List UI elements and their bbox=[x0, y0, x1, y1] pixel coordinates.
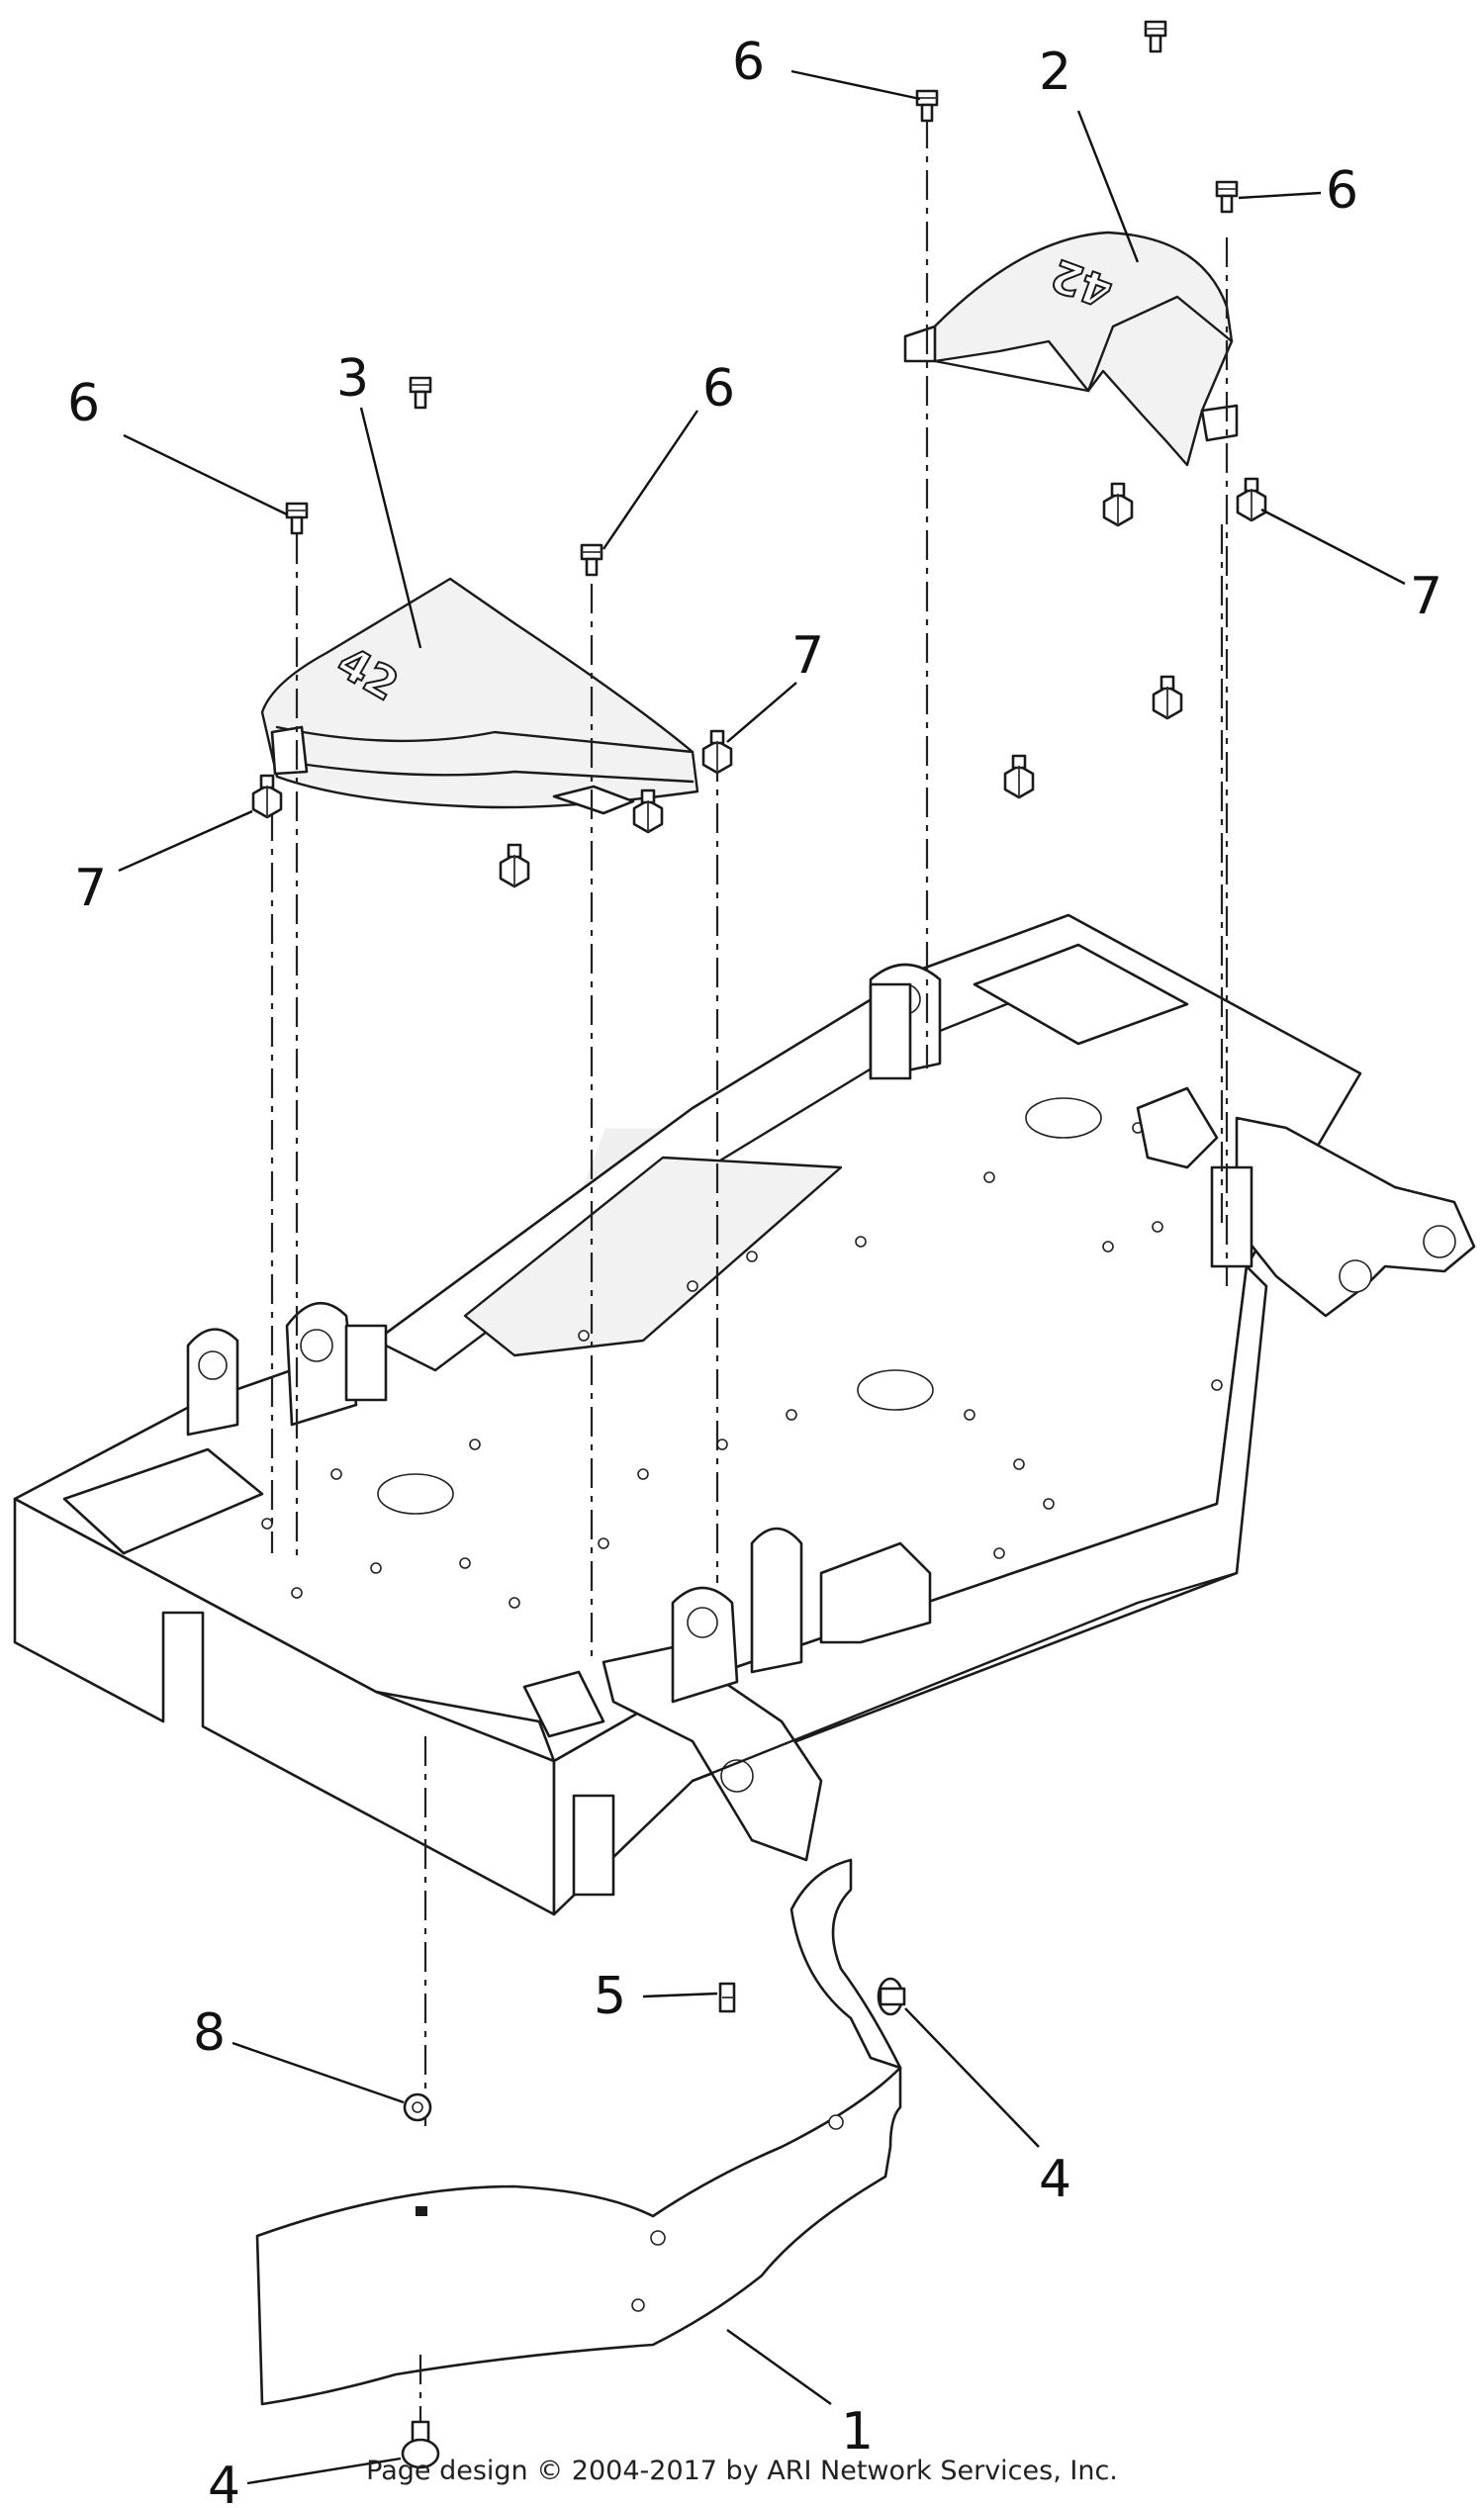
callout-8: 8 bbox=[193, 2003, 226, 2063]
deck-base bbox=[13, 913, 1476, 1916]
callout-6: 6 bbox=[67, 374, 100, 433]
callout-5: 5 bbox=[594, 1967, 626, 2026]
callout-6: 6 bbox=[702, 359, 735, 418]
callout-2: 2 bbox=[1039, 43, 1071, 102]
callout-1: 1 bbox=[841, 2402, 874, 2462]
callout-6: 6 bbox=[732, 33, 765, 92]
deck-holes bbox=[261, 1122, 1223, 1609]
belt-shield bbox=[255, 1858, 902, 2406]
callout-labels: 6 2 6 6 3 6 7 7 7 5 8 4 1 4 bbox=[67, 33, 1442, 2508]
callout-7: 7 bbox=[791, 626, 824, 686]
callout-4: 4 bbox=[208, 2457, 240, 2508]
alignment-lines bbox=[270, 119, 1229, 2424]
callout-7: 7 bbox=[1410, 567, 1442, 626]
callout-7: 7 bbox=[74, 859, 107, 918]
callout-4: 4 bbox=[1039, 2150, 1071, 2209]
hardware bbox=[251, 20, 1267, 2469]
belt-cover-left: 42 bbox=[260, 577, 699, 815]
copyright-footer: Page design © 2004-2017 by ARI Network S… bbox=[366, 2456, 1118, 2486]
callout-6: 6 bbox=[1326, 161, 1358, 221]
belt-cover-right: 42 bbox=[903, 231, 1239, 467]
callout-3: 3 bbox=[336, 349, 369, 409]
leader-lines bbox=[118, 69, 1406, 2485]
